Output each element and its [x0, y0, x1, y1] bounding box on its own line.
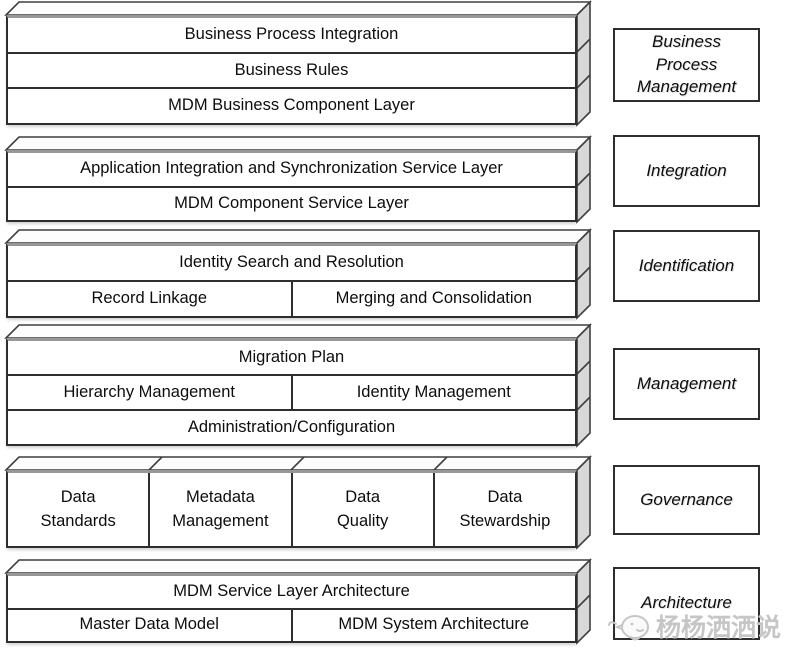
label-management: Management [613, 348, 760, 420]
box-data-quality: Data Quality [290, 473, 433, 546]
box-hierarchy-management: Hierarchy Management [63, 382, 236, 401]
box-application-integration-and-synchronization-service-layer: Application Integration and Synchronizat… [80, 159, 503, 178]
box-administration-configuration: Administration/Configuration [187, 417, 396, 436]
slab-row: Business Rules [8, 51, 575, 88]
slab-row: MDM Business Component Layer [8, 87, 575, 123]
slab-row: Identity Search and Resolution [8, 246, 575, 280]
slab-row: Business Process Integration [8, 18, 575, 52]
label-business-process-management: Business Process Management [613, 28, 760, 102]
box-master-data-model: Master Data Model [79, 615, 219, 634]
slab-row: Migration Plan [8, 341, 575, 374]
box-mdm-system-architecture: MDM System Architecture [290, 609, 576, 641]
slab-integration: Application Integration and Synchronizat… [6, 150, 577, 222]
box-business-rules: Business Rules [234, 60, 349, 79]
label-architecture: Architecture [613, 567, 760, 640]
slab-row: MDM Component Service Layer [8, 185, 575, 221]
slab-governance: Data Standards Metadata Management Data … [6, 470, 577, 548]
label-governance: Governance [613, 465, 760, 535]
box-data-standards: Data Standards [40, 487, 116, 530]
box-migration-plan: Migration Plan [238, 347, 345, 366]
slab-identification: Identity Search and Resolution Record Li… [6, 243, 577, 318]
box-mdm-business-component-layer: MDM Business Component Layer [168, 96, 415, 115]
box-mdm-service-layer-architecture: MDM Service Layer Architecture [173, 581, 410, 600]
box-identity-management: Identity Management [290, 376, 576, 409]
slab-row: Record Linkage Merging and Consolidation [8, 280, 575, 316]
slab-row: Master Data Model MDM System Architectur… [8, 607, 576, 641]
slab-row: MDM Service Layer Architecture [8, 576, 575, 608]
label-identification: Identification [613, 230, 760, 302]
box-business-process-integration: Business Process Integration [184, 24, 399, 43]
slab-business-process-management: Business Process Integration Business Ru… [6, 15, 577, 125]
slab-row: Hierarchy Management Identity Management [8, 374, 575, 409]
box-data-stewardship: Data Stewardship [432, 473, 575, 546]
slab-row: Application Integration and Synchronizat… [8, 153, 575, 186]
box-merging-and-consolidation: Merging and Consolidation [290, 282, 576, 316]
box-record-linkage: Record Linkage [91, 289, 208, 308]
slab-architecture: MDM Service Layer Architecture Master Da… [6, 573, 577, 643]
box-metadata-management: Metadata Management [148, 473, 290, 546]
box-identity-search-and-resolution: Identity Search and Resolution [179, 253, 404, 272]
slab-row: Administration/Configuration [8, 409, 575, 444]
label-integration: Integration [613, 135, 760, 207]
slab-management: Migration Plan Hierarchy Management Iden… [6, 338, 577, 446]
box-mdm-component-service-layer: MDM Component Service Layer [174, 193, 409, 212]
slab-row: Data Standards Metadata Management Data … [8, 473, 575, 546]
